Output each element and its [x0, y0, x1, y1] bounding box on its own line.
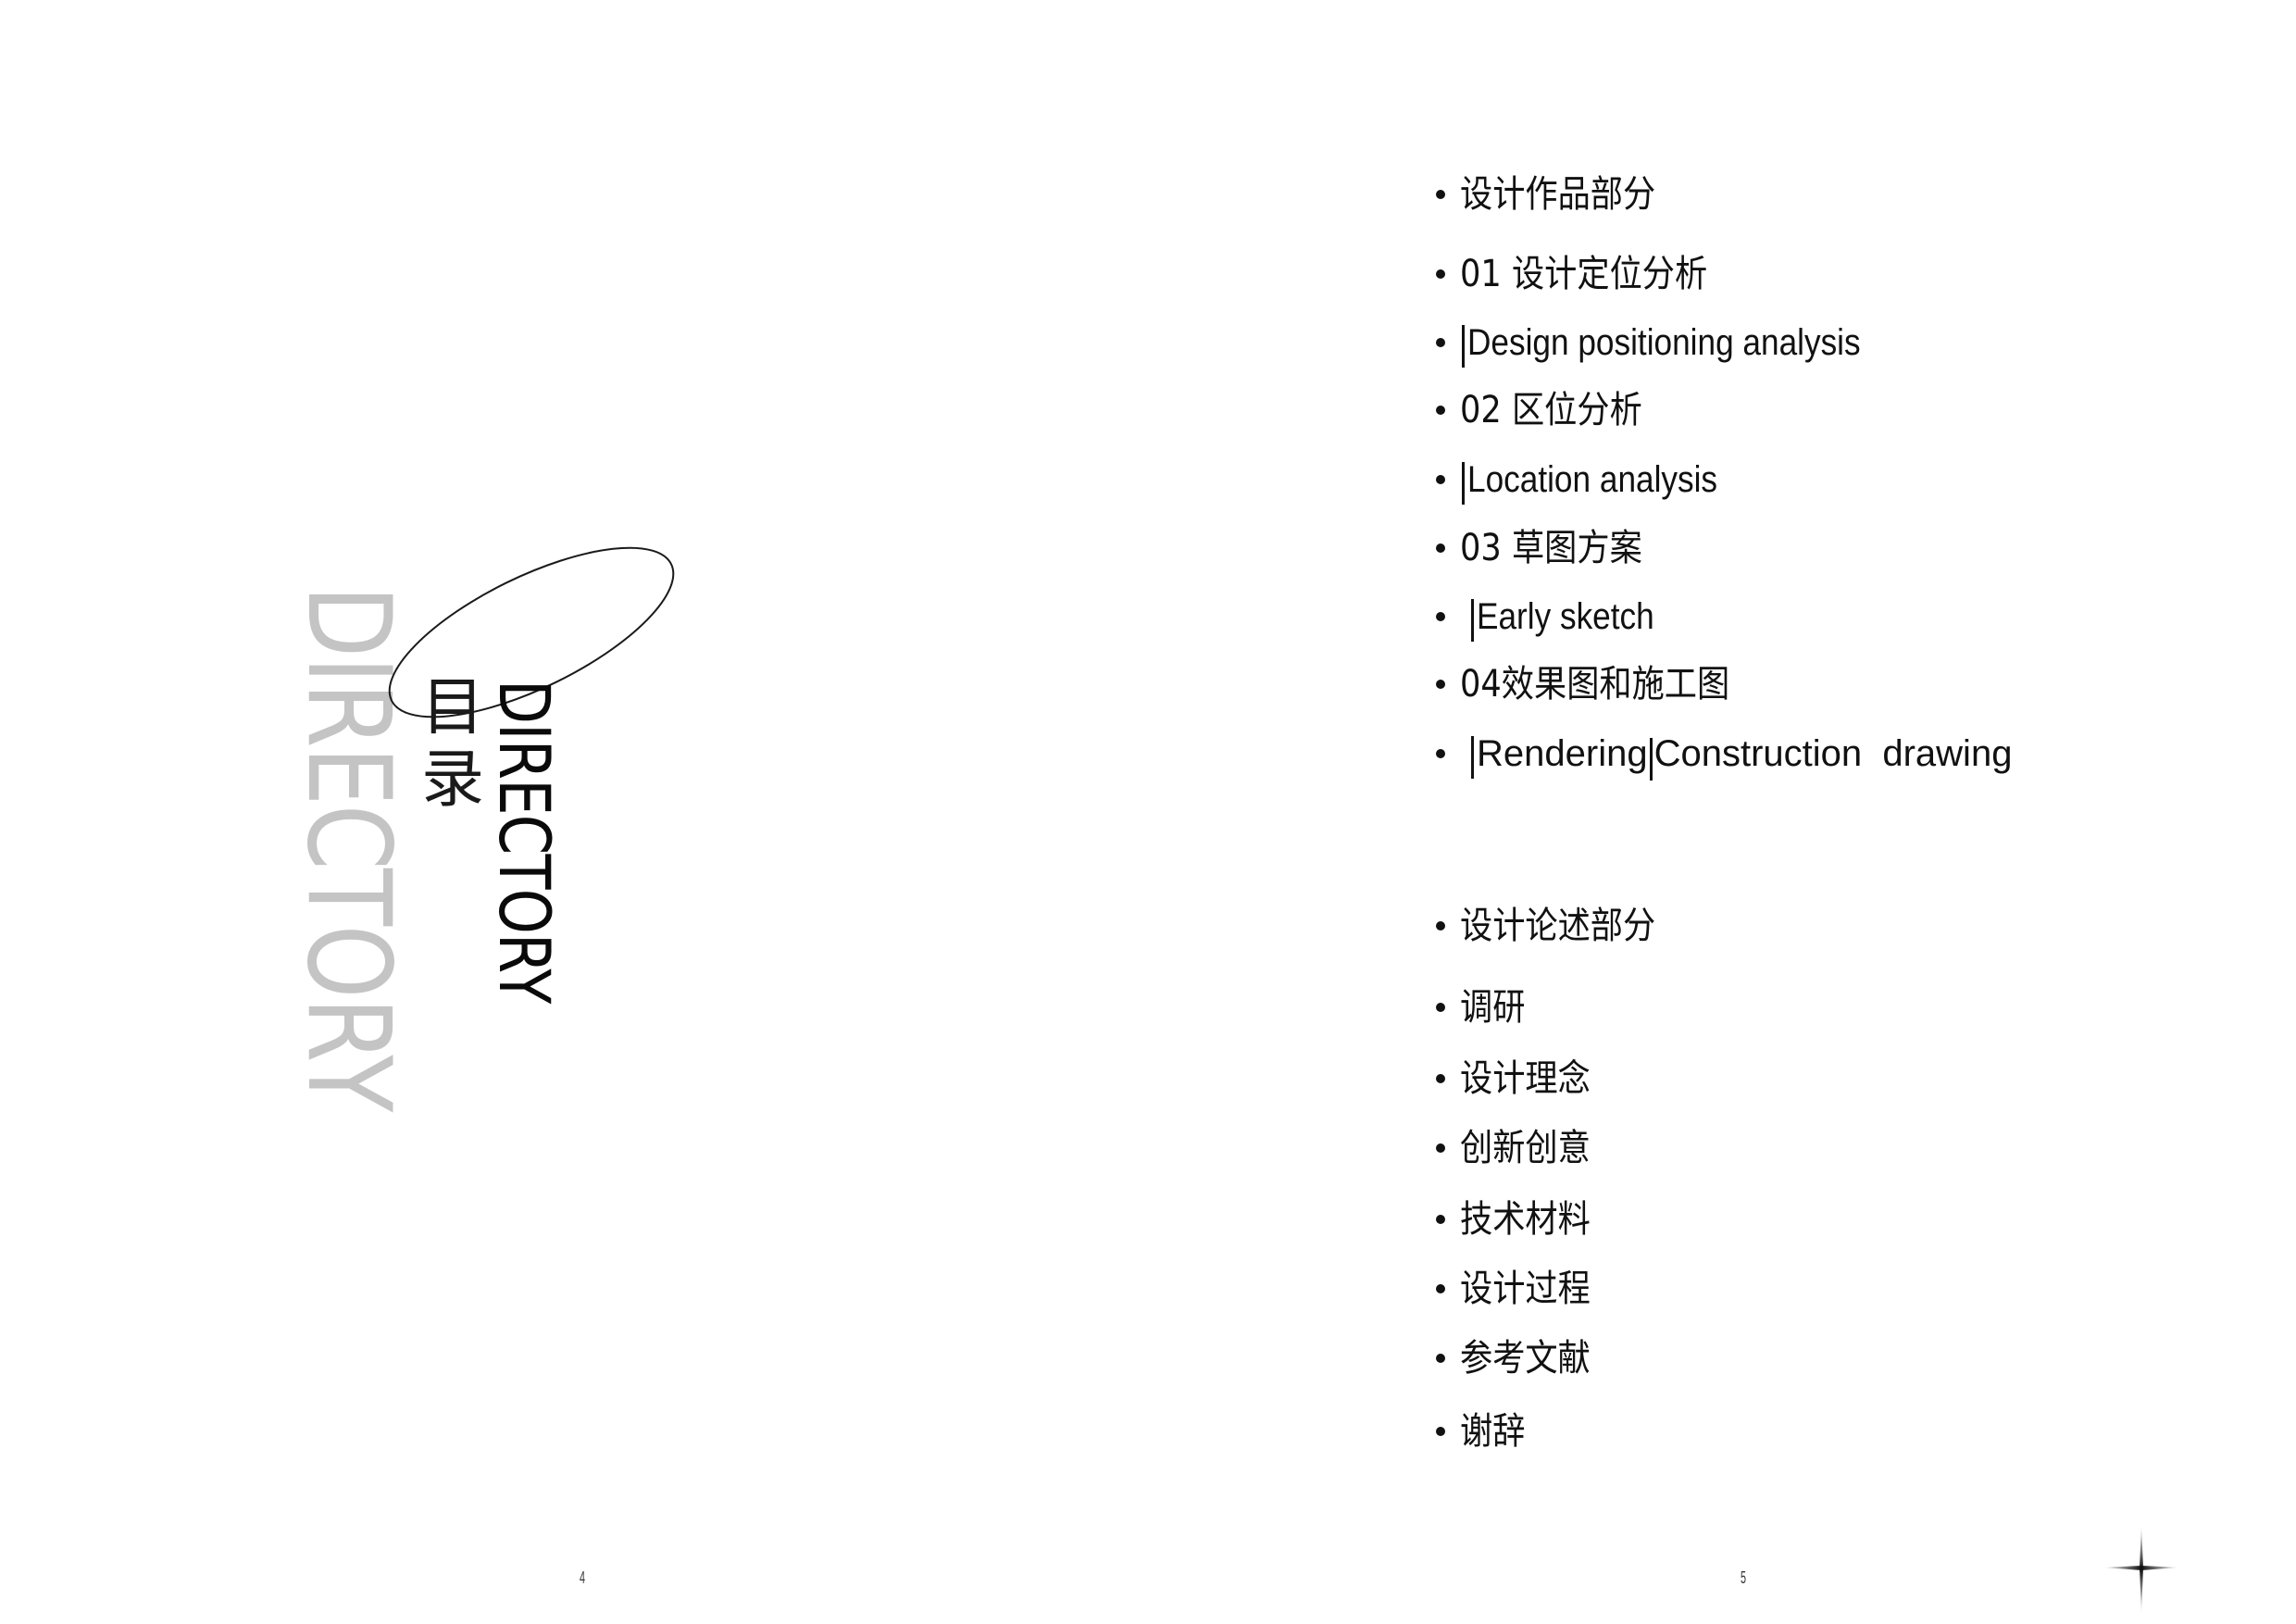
bullet-icon [1436, 1074, 1445, 1083]
bullet-icon [1436, 1215, 1445, 1224]
toc-item-rendering-zh[interactable]: 04效果图和施工图 [1433, 661, 1766, 707]
toc-item-label: 设计理念 [1460, 1057, 1591, 1100]
toc-item-label: 调研 [1460, 986, 1526, 1029]
toc-item-design-positioning-zh[interactable]: 01 设计定位分析 [1433, 251, 1741, 297]
toc-item-label: 参考文献 [1460, 1337, 1591, 1380]
section-heading-design-works[interactable]: 设计作品部分 [1433, 171, 1682, 218]
bullet-icon [1436, 406, 1445, 415]
toc-item-label: 01 设计定位分析 [1460, 253, 1708, 295]
crosshair-icon [2103, 1525, 2179, 1614]
directory-title-vertical: DIRECTORY [483, 680, 566, 1004]
bullet-icon [1436, 1003, 1445, 1012]
construction-drawing-label: Construction drawing [1653, 732, 2013, 774]
toc-item-innovation[interactable]: 创新创意 [1433, 1125, 1608, 1171]
toc-item-label: Location analysis [1467, 459, 1718, 500]
page-number-right: 5 [1741, 1568, 1747, 1587]
title-char-1: 目 [420, 671, 484, 744]
bullet-icon [1436, 475, 1445, 484]
toc-item-label: Early sketch [1477, 596, 1654, 637]
right-page [1148, 0, 2296, 1624]
toc-item-label: 谢辞 [1460, 1410, 1526, 1453]
toc-item-acknowledgements[interactable]: 谢辞 [1433, 1408, 1534, 1455]
toc-item-label: Design positioning analysis [1467, 322, 1861, 363]
toc-item-label: 04效果图和施工图 [1460, 663, 1730, 706]
toc-item-label: 技术材料 [1460, 1198, 1591, 1241]
toc-item-research[interactable]: 调研 [1433, 984, 1534, 1031]
rendering-label: Rendering [1477, 732, 1648, 774]
toc-item-label: 02 区位分析 [1460, 389, 1642, 431]
toc-item-design-process[interactable]: 设计过程 [1433, 1266, 1608, 1312]
divider-bar [1462, 462, 1465, 505]
toc-item-design-positioning-en[interactable]: Design positioning analysis [1433, 319, 1915, 368]
toc-item-label: 创新创意 [1460, 1127, 1591, 1169]
toc-item-references[interactable]: 参考文献 [1433, 1335, 1608, 1381]
toc-item-label: 03 草图方案 [1460, 527, 1642, 569]
title-char-2: 录 [420, 743, 484, 817]
bullet-icon [1436, 543, 1445, 553]
bullet-icon [1436, 749, 1445, 758]
toc-title-chinese: 目 录 [417, 672, 489, 817]
toc-item-label: 设计过程 [1460, 1268, 1591, 1310]
bullet-icon [1436, 680, 1445, 689]
section-heading-design-thesis[interactable]: 设计论述部分 [1433, 903, 1682, 949]
toc-item-label: 设计作品部分 [1460, 173, 1656, 216]
bullet-icon [1436, 1143, 1445, 1153]
toc-item-sketch-en[interactable]: Early sketch [1433, 593, 1678, 642]
toc-item-sketch-zh[interactable]: 03 草图方案 [1433, 525, 1667, 571]
ellipse-icon [388, 546, 675, 718]
divider-bar [1471, 599, 1474, 642]
toc-item-design-concept[interactable]: 设计理念 [1433, 1056, 1608, 1102]
toc-item-technical-materials[interactable]: 技术材料 [1433, 1196, 1608, 1243]
bullet-icon [1436, 190, 1445, 199]
page-number-left: 4 [580, 1568, 586, 1587]
toc-item-location-en[interactable]: Location analysis [1433, 456, 1752, 505]
toc-item-location-zh[interactable]: 02 区位分析 [1433, 387, 1667, 433]
bullet-icon [1436, 612, 1445, 621]
divider-bar [1471, 736, 1474, 779]
bullet-icon [1436, 921, 1445, 931]
bullet-icon [1436, 1354, 1445, 1363]
divider-bar [1462, 325, 1465, 368]
bullet-icon [1436, 1427, 1445, 1436]
left-page: DIRECTORY 目 录 DIRECTORY 4 [281, 546, 675, 1587]
divider-bar [1649, 738, 1653, 781]
toc-item-label: 设计论述部分 [1460, 905, 1656, 947]
bullet-icon [1436, 338, 1445, 347]
bullet-icon [1436, 1284, 1445, 1293]
bullet-icon [1436, 269, 1445, 279]
